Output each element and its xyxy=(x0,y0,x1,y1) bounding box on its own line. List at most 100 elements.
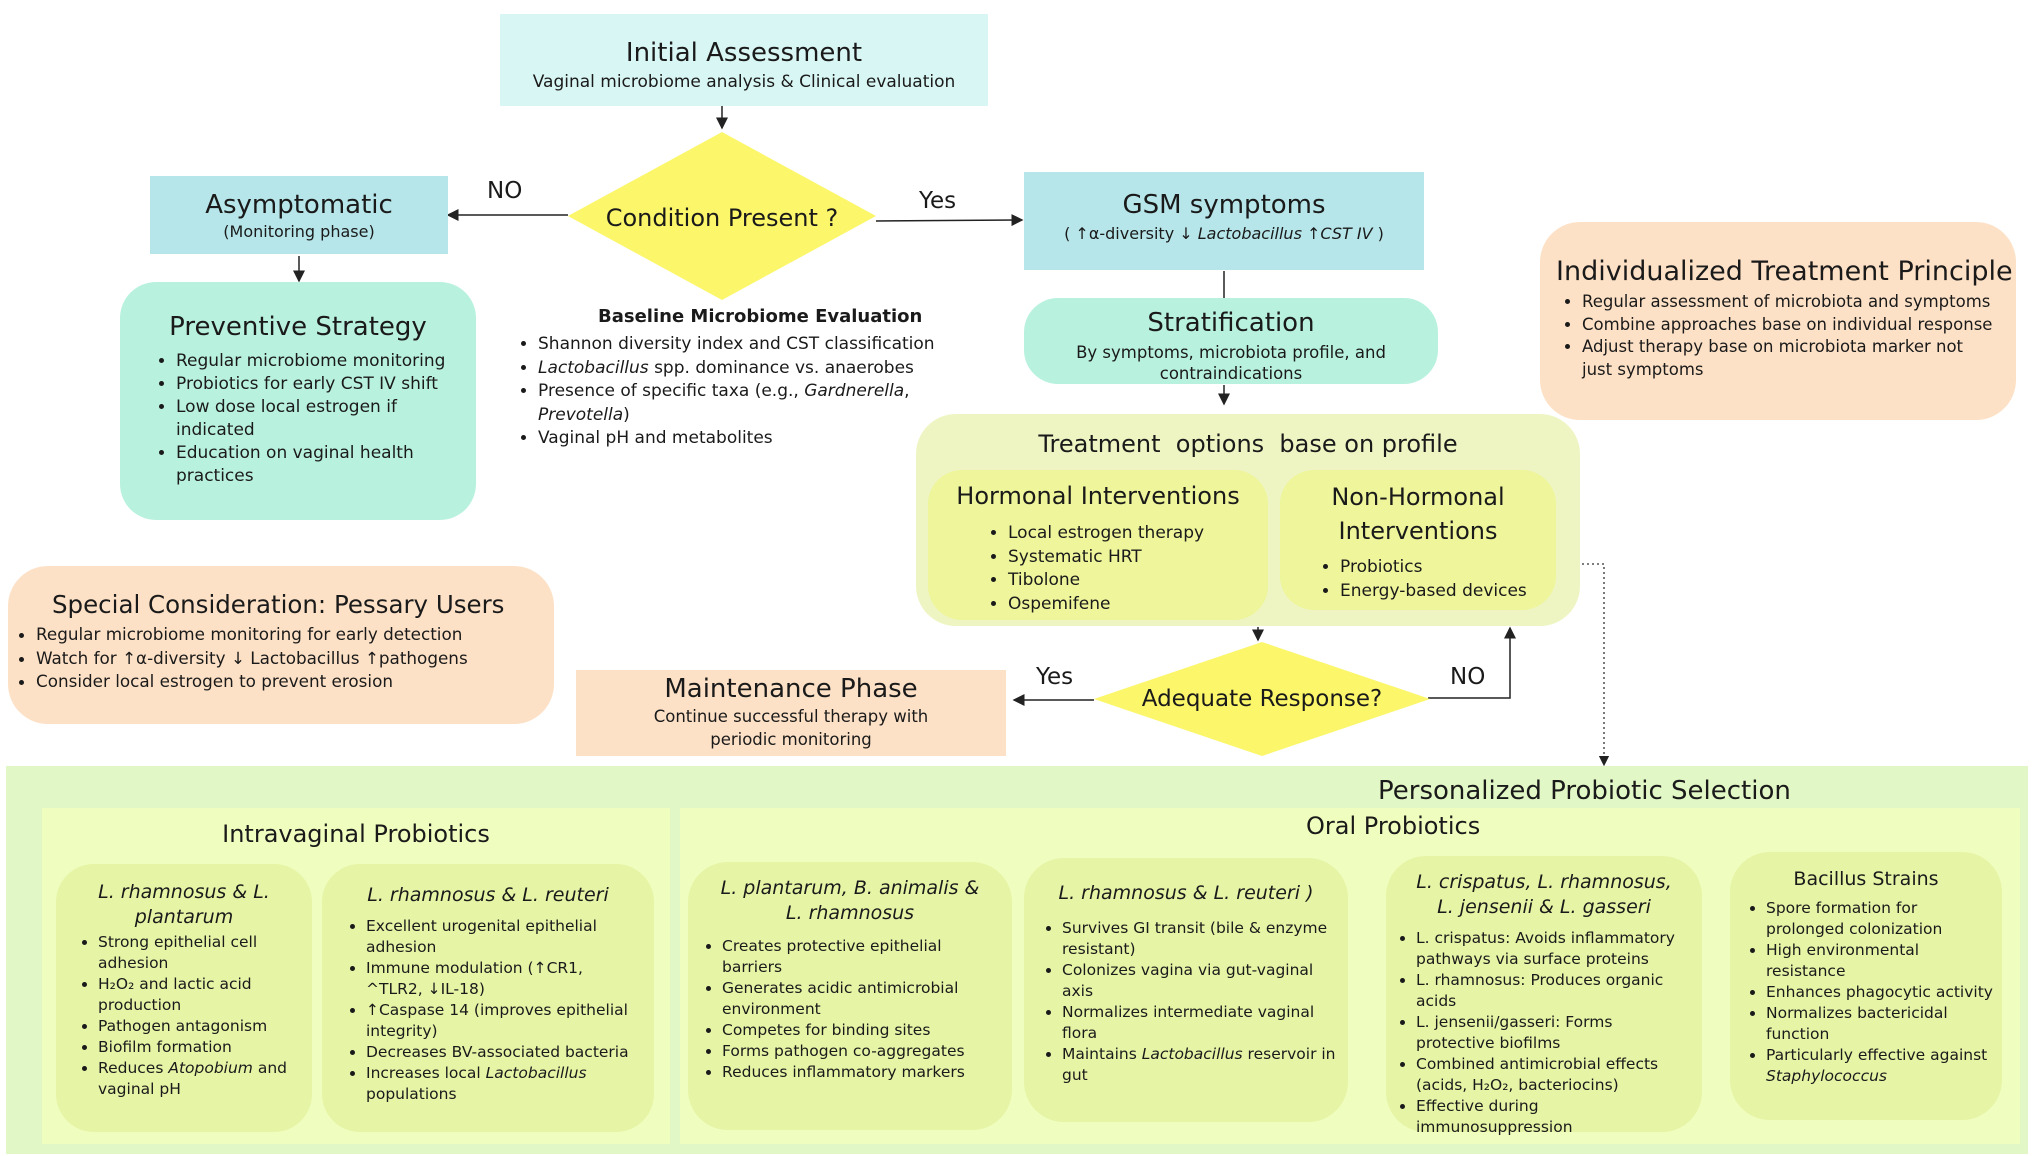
list-item: L. crispatus: Avoids inflammatory pathwa… xyxy=(1416,928,1694,970)
asymptomatic-box: Asymptomatic (Monitoring phase) xyxy=(150,176,448,254)
maintenance-subtitle: Continue successful therapy with periodi… xyxy=(653,707,929,749)
gsm-sub-close: ) xyxy=(1377,224,1384,243)
list-item: Pathogen antagonism xyxy=(98,1016,302,1037)
list-item: Probiotics for early CST IV shift xyxy=(176,373,456,396)
list-item: Generates acidic antimicrobial environme… xyxy=(722,978,1004,1020)
nonhormonal-interventions-box: Non-Hormonal Interventions Probiotics En… xyxy=(1280,470,1556,610)
text: Increases local xyxy=(366,1064,486,1082)
card-list: Strong epithelial cell adhesion H₂O₂ and… xyxy=(56,932,312,1100)
dotted-probiotics-link xyxy=(1442,563,1610,767)
asymptomatic-title: Asymptomatic xyxy=(205,190,393,220)
nonhormonal-title: Non-Hormonal Interventions xyxy=(1331,483,1505,545)
list-item: Energy-based devices xyxy=(1340,580,1556,604)
probiotic-card-oral-2: L. rhamnosus & L. reuteri ) Survives GI … xyxy=(1024,858,1348,1122)
initial-assessment-subtitle: Vaginal microbiome analysis & Clinical e… xyxy=(532,72,956,92)
list-item: L. jensenii/gasseri: Forms protective bi… xyxy=(1416,1012,1694,1054)
list-item: Immune modulation (↑CR1, ^TLR2, ↓IL-18) xyxy=(366,958,642,1000)
pessary-users-box: Special Consideration: Pessary Users Reg… xyxy=(8,566,554,724)
maintenance-title: Maintenance Phase xyxy=(664,674,918,704)
list-item: Probiotics xyxy=(1340,556,1556,580)
card-title: L. crispatus, L. rhamnosus, L. jensenii … xyxy=(1416,871,1672,918)
list-item: Enhances phagocytic activity xyxy=(1766,982,1994,1003)
gsm-sub-b: Lactobacillus xyxy=(1197,224,1302,243)
decision1-yes-label: Yes xyxy=(919,188,957,214)
gsm-subtitle: ( ↑α-diversity ↓ Lactobacillus ↑CST IV ) xyxy=(1024,224,1424,243)
pessary-title: Special Consideration: Pessary Users xyxy=(52,590,505,619)
card-title: L. rhamnosus & L. reuteri ) xyxy=(1058,882,1314,904)
card-title: L. plantarum, B. animalis & L. rhamnosus xyxy=(720,877,980,924)
hormonal-list: Local estrogen therapy Systematic HRT Ti… xyxy=(928,522,1268,616)
list-item: Particularly effective against Staphyloc… xyxy=(1766,1045,1994,1087)
card-list: Survives GI transit (bile & enzyme resis… xyxy=(1024,918,1348,1086)
nonhormonal-list: Probiotics Energy-based devices xyxy=(1280,556,1556,603)
intravaginal-title: Intravaginal Probiotics xyxy=(222,820,490,848)
list-item: Normalizes intermediate vaginal flora xyxy=(1062,1002,1340,1044)
list-item: Ospemifene xyxy=(1008,593,1268,617)
list-item: Combined antimicrobial effects (acids, H… xyxy=(1416,1054,1694,1096)
text-italic: Gardnerella xyxy=(804,381,905,401)
list-item: Spore formation for prolonged colonizati… xyxy=(1766,898,1994,940)
arrow-to-gsm xyxy=(875,214,1024,227)
list-item: Consider local estrogen to prevent erosi… xyxy=(36,670,554,694)
text: spp. dominance vs. anaerobes xyxy=(648,357,914,378)
list-item: Maintains Lactobacillus reservoir in gut xyxy=(1062,1044,1340,1086)
oral-title: Oral Probiotics xyxy=(1306,812,1481,840)
text-italic: Atopobium xyxy=(168,1059,253,1077)
list-item: Excellent urogenital epithelial adhesion xyxy=(366,916,642,958)
arrow-no-loop xyxy=(1428,626,1516,699)
text: reservoir in gut xyxy=(1062,1045,1336,1084)
text: and vaginal pH xyxy=(98,1059,287,1098)
list-item: Effective during immunosuppression xyxy=(1416,1096,1694,1138)
baseline-list: Shannon diversity index and CST classifi… xyxy=(518,333,998,451)
hormonal-interventions-box: Hormonal Interventions Local estrogen th… xyxy=(928,470,1268,620)
text: populations xyxy=(366,1085,457,1103)
list-item: Decreases BV-associated bacteria xyxy=(366,1042,642,1063)
individualized-principle-box: Individualized Treatment Principle Regul… xyxy=(1540,222,2016,420)
list-item: Competes for binding sites xyxy=(722,1020,1004,1041)
card-title: L. rhamnosus & L. plantarum xyxy=(98,881,270,928)
decision2-no-label: NO xyxy=(1450,664,1486,690)
probiotic-card-oral-3: L. crispatus, L. rhamnosus, L. jensenii … xyxy=(1386,856,1702,1136)
text-italic: Prevotella xyxy=(538,404,624,425)
pessary-list: Regular microbiome monitoring for early … xyxy=(8,623,554,694)
baseline-title: Baseline Microbiome Evaluation xyxy=(598,306,923,327)
gsm-title: GSM symptoms xyxy=(1122,190,1326,220)
decision-diamond-response xyxy=(1094,642,1430,756)
gsm-sub-d: CST IV xyxy=(1320,224,1373,243)
list-item: Systematic HRT xyxy=(1008,546,1268,570)
list-item: Low dose local estrogen if indicated xyxy=(176,396,456,442)
decision-diamond-condition xyxy=(568,132,876,300)
list-item: Survives GI transit (bile & enzyme resis… xyxy=(1062,918,1340,960)
list-item: Vaginal pH and metabolites xyxy=(538,427,998,451)
card-list: Spore formation for prolonged colonizati… xyxy=(1730,898,2002,1087)
text: Presence of specific taxa (e.g., xyxy=(538,381,805,401)
card-title: L. rhamnosus & L. reuteri xyxy=(367,884,609,906)
list-item: Regular microbiome monitoring for early … xyxy=(36,623,554,647)
list-item: Increases local Lactobacillus population… xyxy=(366,1063,642,1105)
card-title: Bacillus Strains xyxy=(1793,868,1939,890)
list-item: ↑Caspase 14 (improves epithelial integri… xyxy=(366,1000,642,1042)
text-italic: Lactobacillus xyxy=(485,1064,587,1082)
list-item: H₂O₂ and lactic acid production xyxy=(98,974,302,1016)
list-item: Combine approaches base on individual re… xyxy=(1582,314,1998,337)
list-item: Shannon diversity index and CST classifi… xyxy=(538,333,998,357)
stratification-box: Stratification By symptoms, microbiota p… xyxy=(1024,298,1438,384)
probiotic-card-oral-1: L. plantarum, B. animalis & L. rhamnosus… xyxy=(688,862,1012,1130)
decision-response-label: Adequate Response? xyxy=(1141,686,1383,712)
decision2-yes-label: Yes xyxy=(1036,664,1074,690)
list-item: Normalizes bactericidal function xyxy=(1766,1003,1994,1045)
initial-assessment-box: Initial Assessment Vaginal microbiome an… xyxy=(500,14,988,106)
preventive-list: Regular microbiome monitoring Probiotics… xyxy=(120,350,476,488)
list-item: Creates protective epithelial barriers xyxy=(722,936,1004,978)
list-item: Biofilm formation xyxy=(98,1037,302,1058)
hormonal-title: Hormonal Interventions xyxy=(956,482,1240,510)
text-italic: Lactobacillus xyxy=(1141,1045,1243,1063)
list-item: High environmental resistance xyxy=(1766,940,1994,982)
list-item: Regular microbiome monitoring xyxy=(176,350,456,373)
card-list: L. crispatus: Avoids inflammatory pathwa… xyxy=(1386,928,1702,1138)
text-italic: Lactobacillus xyxy=(538,357,649,378)
list-item: Adjust therapy base on microbiota marker… xyxy=(1582,336,1998,381)
gsm-sub-c: ↑ xyxy=(1307,224,1321,243)
list-item: Reduces inflammatory markers xyxy=(722,1062,1004,1083)
card-list: Excellent urogenital epithelial adhesion… xyxy=(322,916,654,1105)
